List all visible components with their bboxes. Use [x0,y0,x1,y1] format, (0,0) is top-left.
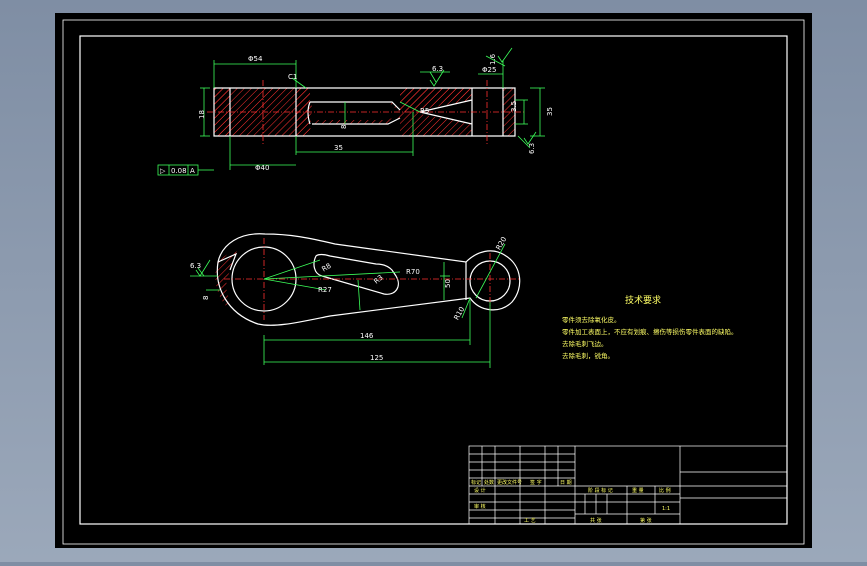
tb-stage: 阶 段 标 记 [588,487,613,494]
tb-weight: 重 量 [632,487,644,494]
dim-roughness-top: 6.3 [432,65,443,73]
tb-sheet-no: 第 张 [640,517,652,524]
note-line-1: 零件须去除氧化皮。 [562,315,621,324]
sheet-outer-border [62,19,805,545]
sheet-inner-frame [79,35,788,525]
tb-row-design: 设 计 [474,487,486,494]
dim-bottom-length: 35 [334,144,343,152]
tb-col-doc: 更改文件号 [497,479,522,486]
tb-scale: 比 例 [659,487,671,494]
dim-right-top: 1.6 [489,53,497,65]
note-line-4: 去除毛刺，锐角。 [562,351,614,360]
dim-125: 125 [370,354,383,362]
dim-r8: R8 [321,262,333,274]
tolerance-value: 0.08 [171,167,187,175]
tb-sheet-total: 共 张 [590,517,602,524]
dim-side: 8 [202,296,210,300]
geometric-tolerance-frame: ▷ 0.08 A [157,164,214,176]
top-view: Φ54 C1 6.3 Φ25 1.6 18 8 R5 3.5 35 35 Φ40… [157,47,554,176]
dim-146: 146 [360,332,374,340]
tb-col-sign: 签 字 [530,479,542,486]
dim-slot-width: 8 [340,125,348,129]
notes-title: 技术要求 [625,294,661,306]
dim-right-inner: 3.5 [510,101,518,112]
dim-r70: R70 [406,268,420,276]
dim-chamfer: C1 [288,73,297,81]
title-block: 标记 处数 更改文件号 签 字 日 期 设 计 审 核 工 艺 阶 段 标 记 … [468,445,788,525]
tb-row-audit: 审 核 [474,503,486,510]
dim-slot-radius: R5 [420,107,429,115]
dim-height-right: 35 [546,107,554,116]
tolerance-datum: A [190,167,195,175]
front-view-outline [216,233,521,326]
dim-height-left: 18 [198,110,206,119]
tb-scale-value: 1:1 [662,506,670,512]
note-line-2: 零件加工表面上，不应有划痕、擦伤等损伤零件表面的缺陷。 [562,327,738,336]
dim-small-diameter: Φ25 [482,66,496,74]
tb-col-date: 日 期 [560,480,572,486]
dim-50: 50 [444,279,452,288]
technical-requirements: 技术要求 零件须去除氧化皮。 零件加工表面上，不应有划痕、擦伤等损伤零件表面的缺… [562,294,738,360]
tb-col-mark: 标记 [471,479,481,486]
dim-left-diameter: Φ54 [248,55,263,63]
inner-pocket [313,253,399,295]
tolerance-symbol: ▷ [160,167,166,175]
tb-col-count: 处数 [484,479,494,486]
dim-roughness-front: 6.3 [190,262,201,270]
note-line-3: 去除毛刺飞边。 [562,339,608,348]
front-view: 6.3 8 R8 R27 R70 R3 50 R10 R20 146 125 [190,233,521,368]
dim-r27: R27 [318,286,332,294]
dim-bottom-diameter: Φ40 [255,164,269,172]
dim-roughness-right: 6.3 [528,143,536,154]
tb-row-process: 工 艺 [524,518,536,524]
